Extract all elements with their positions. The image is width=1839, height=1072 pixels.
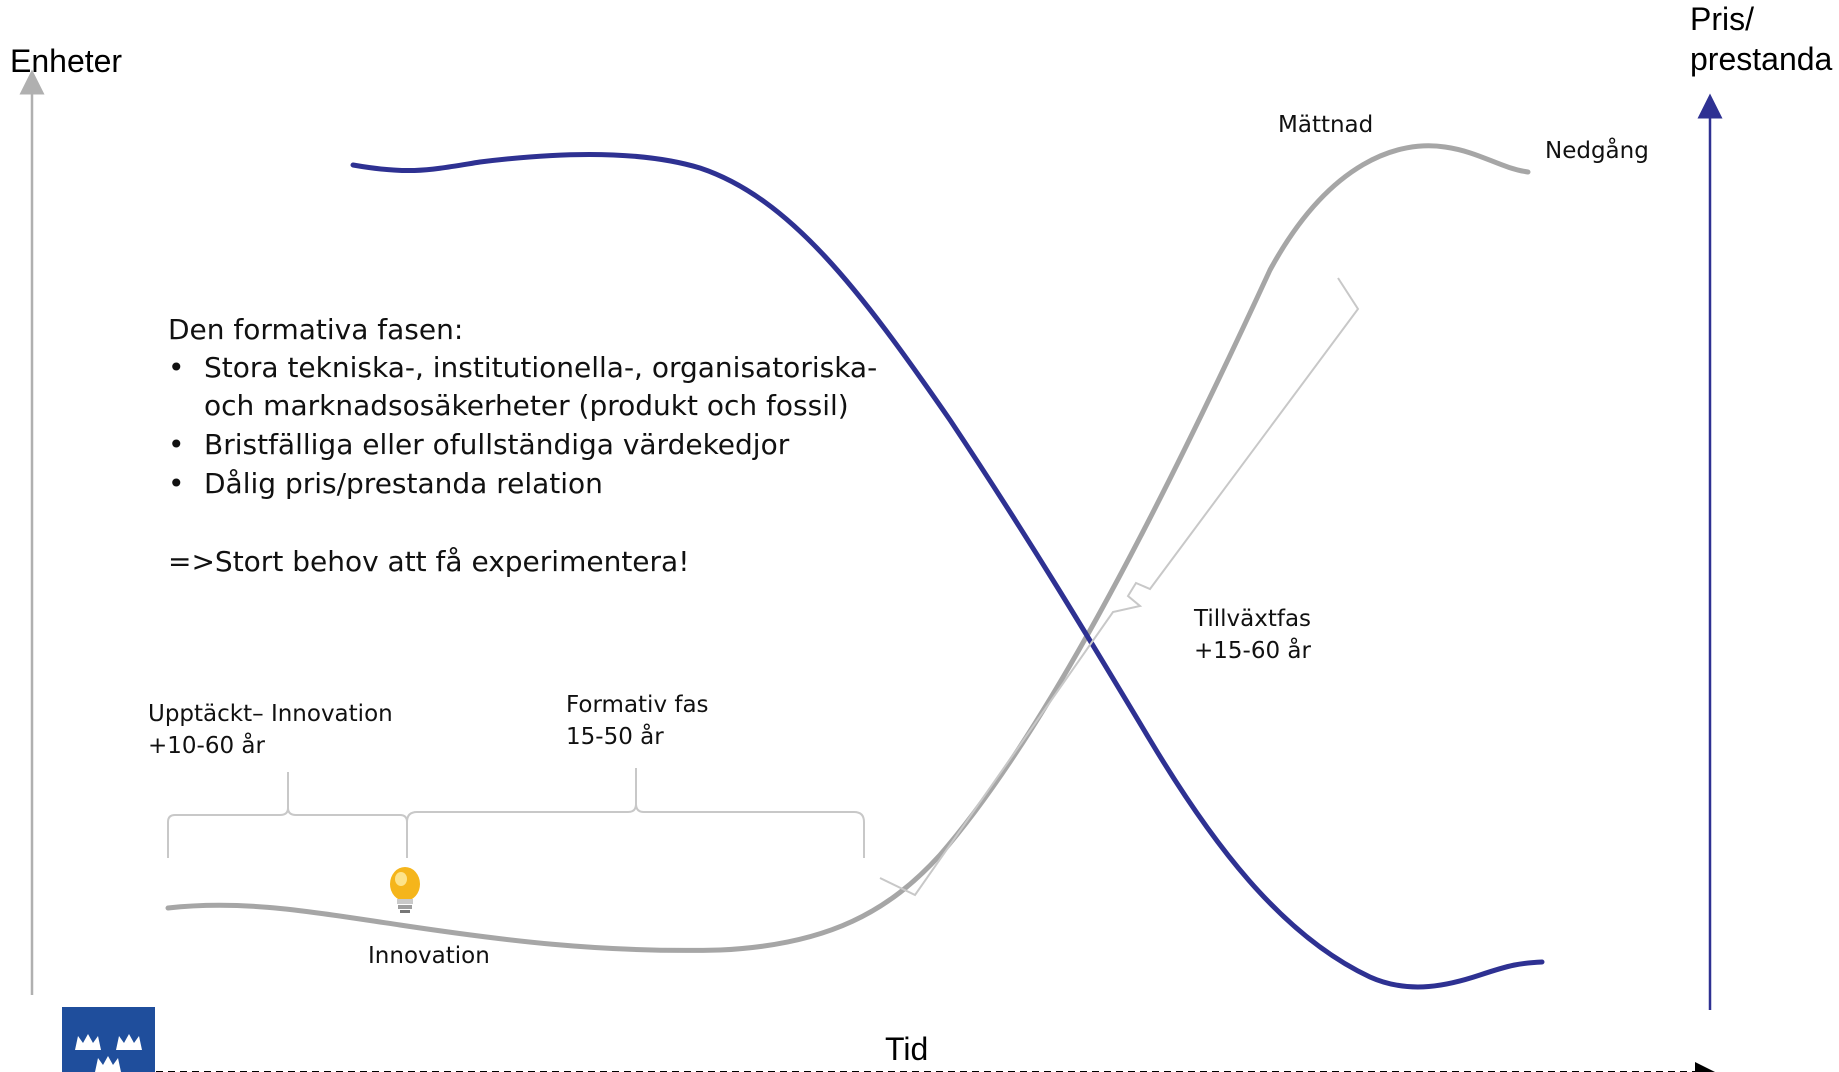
price-axis-label-line1: Pris/ — [1690, 1, 1754, 37]
bullet-2-line1: Bristfälliga eller ofullständiga värdeke… — [204, 428, 790, 461]
price-performance-curve — [350, 151, 1545, 990]
price-axis-label-line2: prestanda — [1690, 41, 1833, 77]
growth-phase-title: Tillväxtfas — [1193, 606, 1311, 632]
discovery-phase-title: Upptäckt– Innovation — [148, 701, 393, 727]
growth-phase-duration: +15-60 år — [1194, 636, 1312, 664]
formative-phase-description: Den formativa fasen: • Stora tekniska-, … — [168, 313, 877, 578]
saturation-label: Mättnad — [1278, 112, 1373, 138]
three-crowns-logo — [62, 1007, 155, 1072]
growth-brace — [879, 277, 1360, 897]
units-axis-label: Enheter — [10, 43, 122, 79]
units-curve — [165, 143, 1531, 953]
bullet-1-line2: och marknadsosäkerheter (produkt och fos… — [204, 389, 849, 422]
bullet-1-line1: Stora tekniska-, institutionella-, organ… — [204, 351, 877, 384]
bullet-3-line1: Dålig pris/prestanda relation — [204, 467, 603, 500]
formative-conclusion: =>Stort behov att få experimentera! — [168, 545, 689, 578]
bullet-marker: • — [168, 428, 185, 461]
bullet-marker: • — [168, 467, 185, 500]
bullet-marker: • — [168, 351, 185, 384]
formative-phase-duration: 15-50 år — [566, 722, 664, 750]
decline-label: Nedgång — [1545, 136, 1649, 164]
discovery-brace — [167, 772, 408, 858]
formative-phase-title: Formativ fas — [566, 692, 709, 718]
lightbulb-icon — [390, 867, 420, 913]
innovation-label: Innovation — [368, 943, 490, 969]
time-axis-label: Tid — [885, 1031, 928, 1067]
formative-heading: Den formativa fasen: — [168, 313, 463, 346]
formative-brace — [406, 768, 865, 858]
discovery-phase-duration: +10-60 år — [148, 731, 266, 759]
